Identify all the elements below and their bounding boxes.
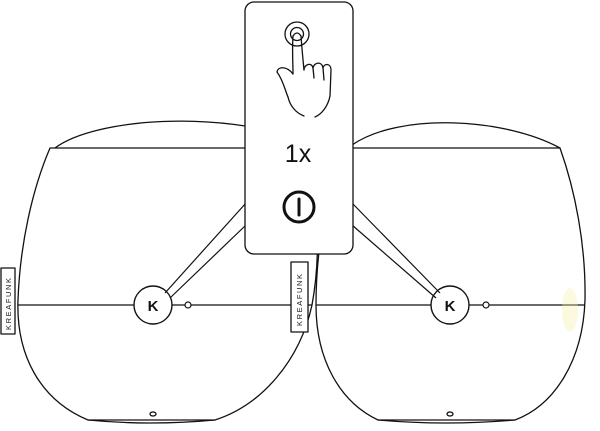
left-speaker-port-dot (149, 411, 157, 417)
right-status-led (482, 301, 490, 309)
right-speaker-top-dome (351, 122, 561, 149)
left-k-button[interactable]: K (133, 285, 173, 325)
left-speaker-label-tab (0, 267, 16, 335)
right-k-button-ring[interactable] (430, 285, 470, 325)
finger-tap-icon (276, 21, 332, 118)
callout-pointer-lines (164, 202, 441, 299)
left-status-led (184, 301, 192, 309)
left-k-button-ring[interactable] (133, 285, 173, 325)
left-speaker-brand-label: KREAFUNK (4, 276, 13, 330)
left-k-button-letter: K (148, 298, 159, 315)
press-count-label: 1x (285, 140, 312, 168)
right-speaker-base (377, 419, 516, 424)
right-k-button[interactable]: K (430, 285, 470, 325)
left-speaker-base (87, 419, 216, 424)
power-icon[interactable] (282, 190, 316, 224)
callout-card: 1x (244, 1, 354, 255)
right-speaker-port-dot (446, 411, 454, 417)
left-speaker (0, 120, 318, 424)
right-k-button-letter: K (445, 298, 456, 315)
right-speaker-body (315, 147, 586, 421)
right-speaker-label-tab (290, 261, 309, 333)
right-speaker (290, 122, 586, 424)
right-speaker-brand-label: KREAFUNK (295, 272, 304, 326)
right-speaker-glow (562, 288, 578, 332)
